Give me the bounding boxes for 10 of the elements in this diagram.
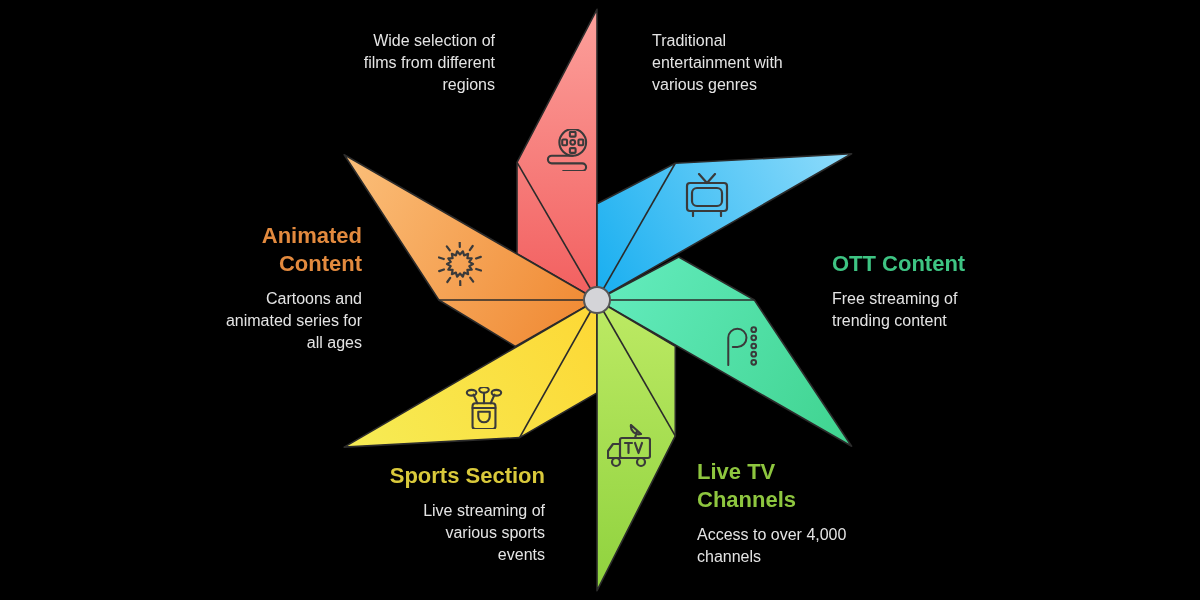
section-heading: OTT Content — [832, 250, 967, 278]
section-description: Cartoons and animated series for all ages — [224, 289, 362, 353]
section-description: Traditional entertainment with various genres — [652, 31, 784, 95]
section-description: Wide selection of films from different regions — [362, 31, 495, 95]
section-heading: Animated Content — [260, 222, 362, 278]
section-heading: Live TV Channels — [697, 458, 798, 514]
section-description: Access to over 4,000 channels — [697, 525, 848, 567]
section-description: Free streaming of trending content — [832, 289, 959, 331]
section-description: Live streaming of various sports events — [422, 501, 545, 565]
section-heading: Sports Section — [388, 462, 545, 490]
